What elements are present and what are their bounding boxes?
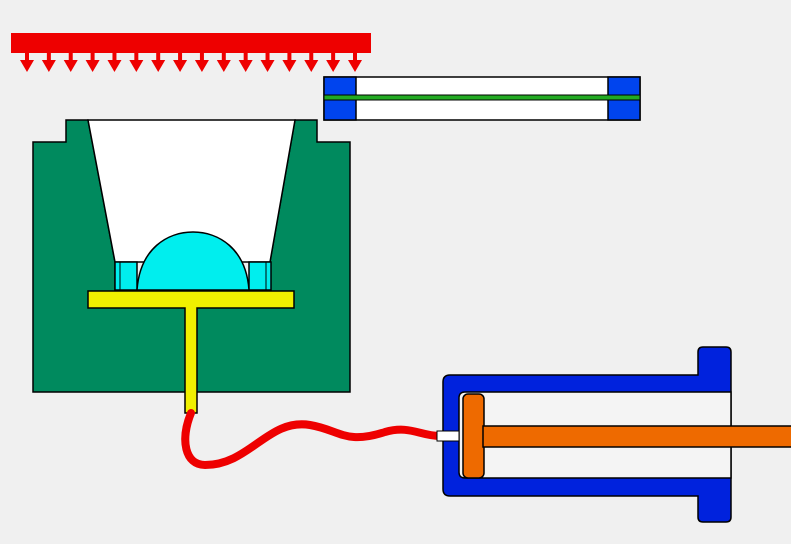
heater-arrow-head (41, 60, 56, 72)
hydraulic-cylinder (436, 346, 791, 523)
heater-arrow-stem (46, 52, 51, 61)
piston-head (462, 393, 485, 479)
heater-arrow-head (129, 60, 144, 72)
heater-arrow-head (260, 60, 275, 72)
heater-arrow-head (238, 60, 253, 72)
heater-arrow-stem (331, 52, 336, 61)
heater-arrow-head (107, 60, 122, 72)
heater-arrow-stem (287, 52, 292, 61)
heater-arrow-stem (156, 52, 161, 61)
heater-arrow-head (304, 60, 319, 72)
heater-arrow-stem (265, 52, 270, 61)
heater-arrow-head (326, 60, 341, 72)
heater-arrow-stem (25, 52, 29, 61)
lens-ring-left (114, 261, 138, 291)
heater-arrow-stem (178, 52, 183, 61)
heater-arrow-stem (112, 52, 117, 61)
heater-arrow-stem (199, 52, 204, 61)
heater-arrow-head (85, 60, 100, 72)
heater-arrow-head (194, 60, 209, 72)
heater-arrow-stem (353, 52, 357, 61)
heater-arrow-head (20, 60, 34, 72)
heater-arrow-head (216, 60, 231, 72)
mold (32, 119, 351, 414)
heater-plate (11, 33, 371, 53)
heater-arrows (20, 52, 362, 72)
heater-arrow-stem (221, 52, 226, 61)
hose (181, 409, 444, 469)
heater-arrow-head (173, 60, 188, 72)
piston-rod (482, 425, 791, 448)
lens-dome (136, 231, 250, 291)
heater-arrow-stem (309, 52, 314, 61)
film-holder (323, 76, 641, 121)
lens-ring-right (248, 261, 272, 291)
heater-arrow-head (348, 60, 362, 72)
heater-arrow-head (151, 60, 166, 72)
heater-arrow-stem (243, 52, 248, 61)
heater-arrow-stem (68, 52, 73, 61)
heater-arrow-head (282, 60, 297, 72)
ejector-plate (87, 290, 295, 414)
heater-arrow-head (63, 60, 78, 72)
heater-bar (11, 33, 371, 72)
heater-arrow-stem (134, 52, 139, 61)
cylinder-nozzle (436, 430, 460, 442)
film-strip (323, 94, 641, 101)
heater-arrow-stem (90, 52, 95, 61)
